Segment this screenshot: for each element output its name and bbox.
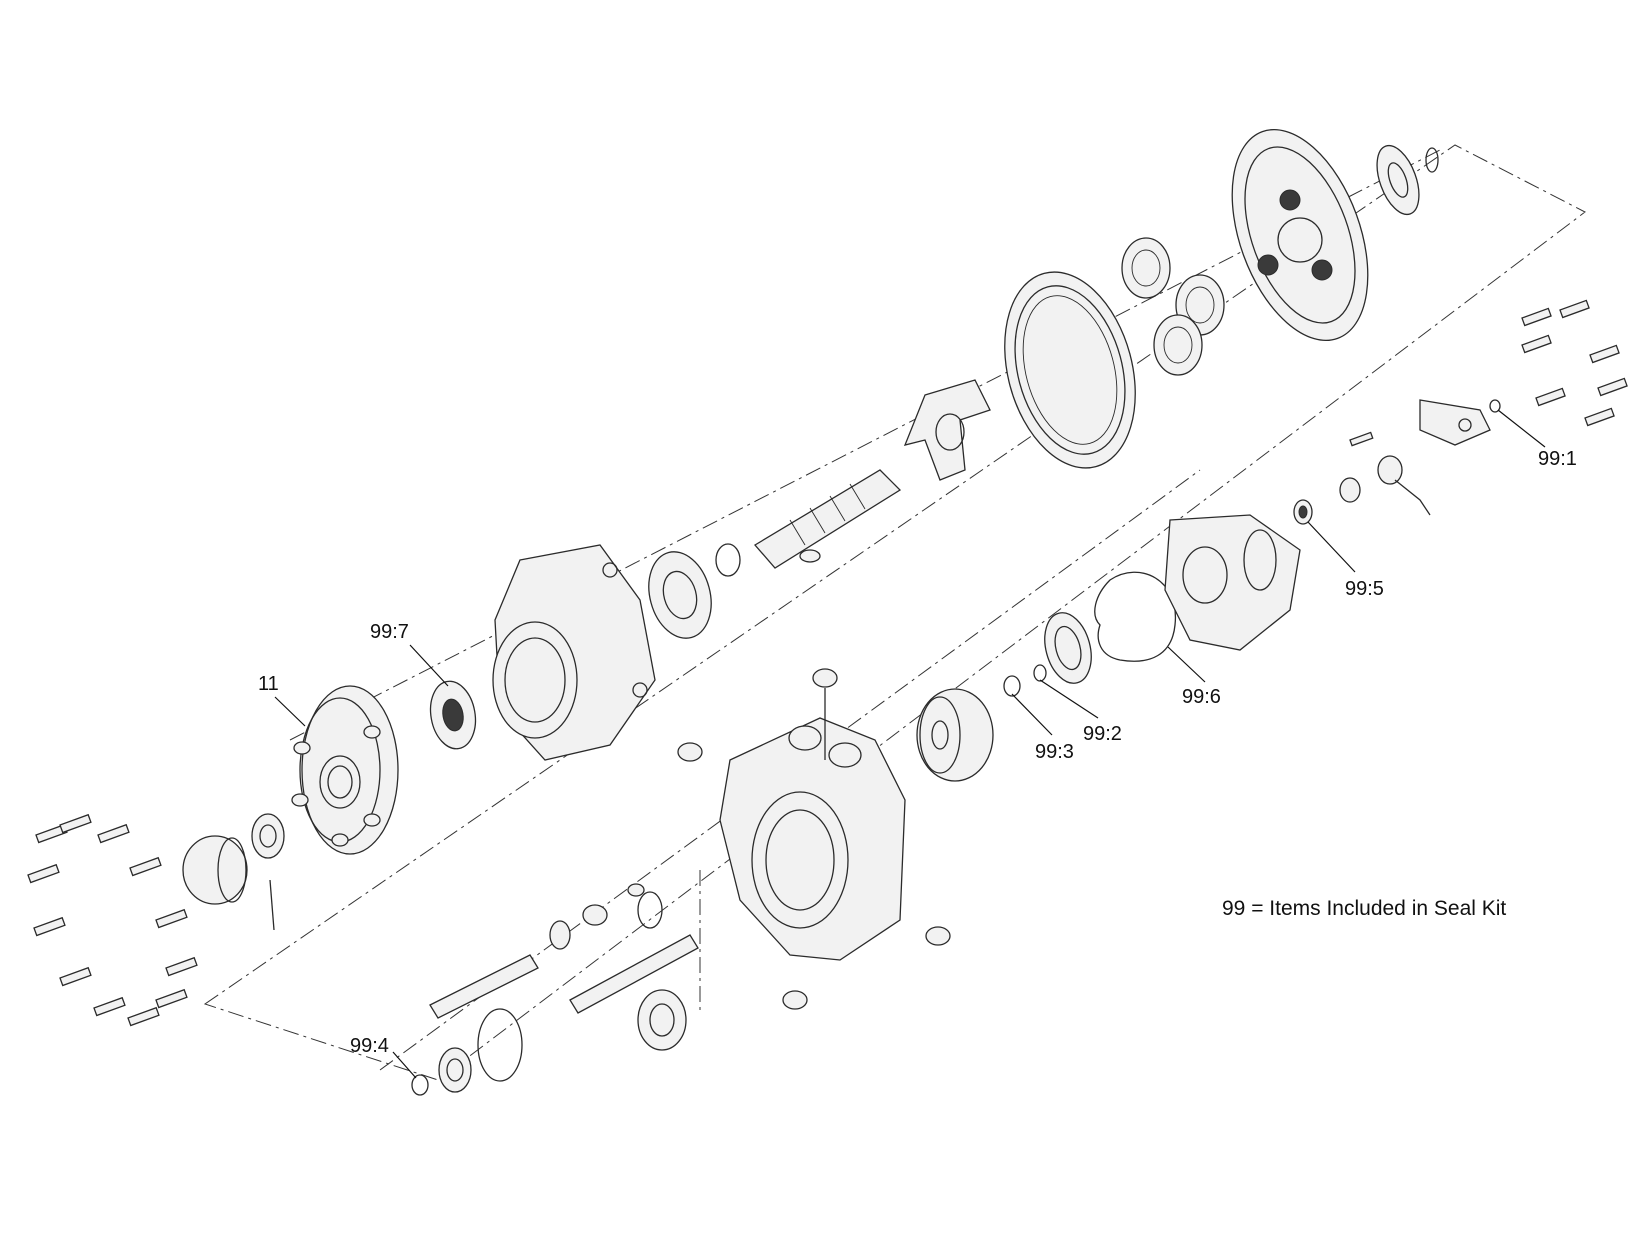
callout-99-3: 99:3	[1035, 741, 1074, 763]
output-bearing	[648, 551, 712, 639]
callout-99-4: 99:4	[350, 1035, 389, 1057]
wheel-lug-bolts	[27, 813, 198, 1027]
planet-gears	[1121, 237, 1225, 376]
callout-99-6: 99:6	[1182, 686, 1221, 708]
input-bearing	[637, 989, 687, 1051]
spur-gear-and-plate	[438, 1008, 523, 1093]
output-shaft	[715, 469, 902, 577]
wheel-hub	[291, 685, 399, 855]
o-rings-99-3-99-2	[1003, 664, 1047, 697]
shaft-seal-99-5	[1293, 499, 1313, 525]
mounting-bolts-right	[1521, 299, 1628, 427]
o-ring-99-4	[411, 1074, 429, 1096]
callout-99-7: 99:7	[370, 621, 409, 643]
planetary-carrier	[1231, 128, 1369, 342]
axle-housing-cover	[492, 544, 656, 761]
callout-11: 11	[258, 673, 279, 695]
housing-gasket-99-6	[1094, 571, 1176, 662]
seal-kit-note: 99 = Items Included in Seal Kit	[1222, 897, 1506, 920]
callout-99-5: 99:5	[1345, 578, 1384, 600]
callout-99-2: 99:2	[1083, 723, 1122, 745]
seal-99-7-part	[429, 680, 477, 750]
control-arm	[1339, 399, 1501, 516]
callout-labels: 11 99:7 99:6 99:5 99:4 99:3 99:2 99:1	[258, 448, 1577, 1057]
dust-cap	[182, 835, 248, 905]
ring-gear	[1004, 271, 1136, 469]
castle-nut-and-cotter	[251, 813, 285, 931]
assembly-centerlines	[203, 144, 1586, 1081]
callout-99-1: 99:1	[1538, 448, 1577, 470]
drive-coupler	[903, 379, 991, 481]
end-cap-housing	[1164, 514, 1301, 651]
lower-shafts	[429, 883, 699, 1019]
thrust-washer	[1376, 144, 1439, 216]
leader-lines	[274, 409, 1546, 1079]
swashplate-bearing	[1044, 612, 1092, 684]
center-housing	[677, 668, 951, 1010]
cylinder-block	[916, 688, 994, 782]
